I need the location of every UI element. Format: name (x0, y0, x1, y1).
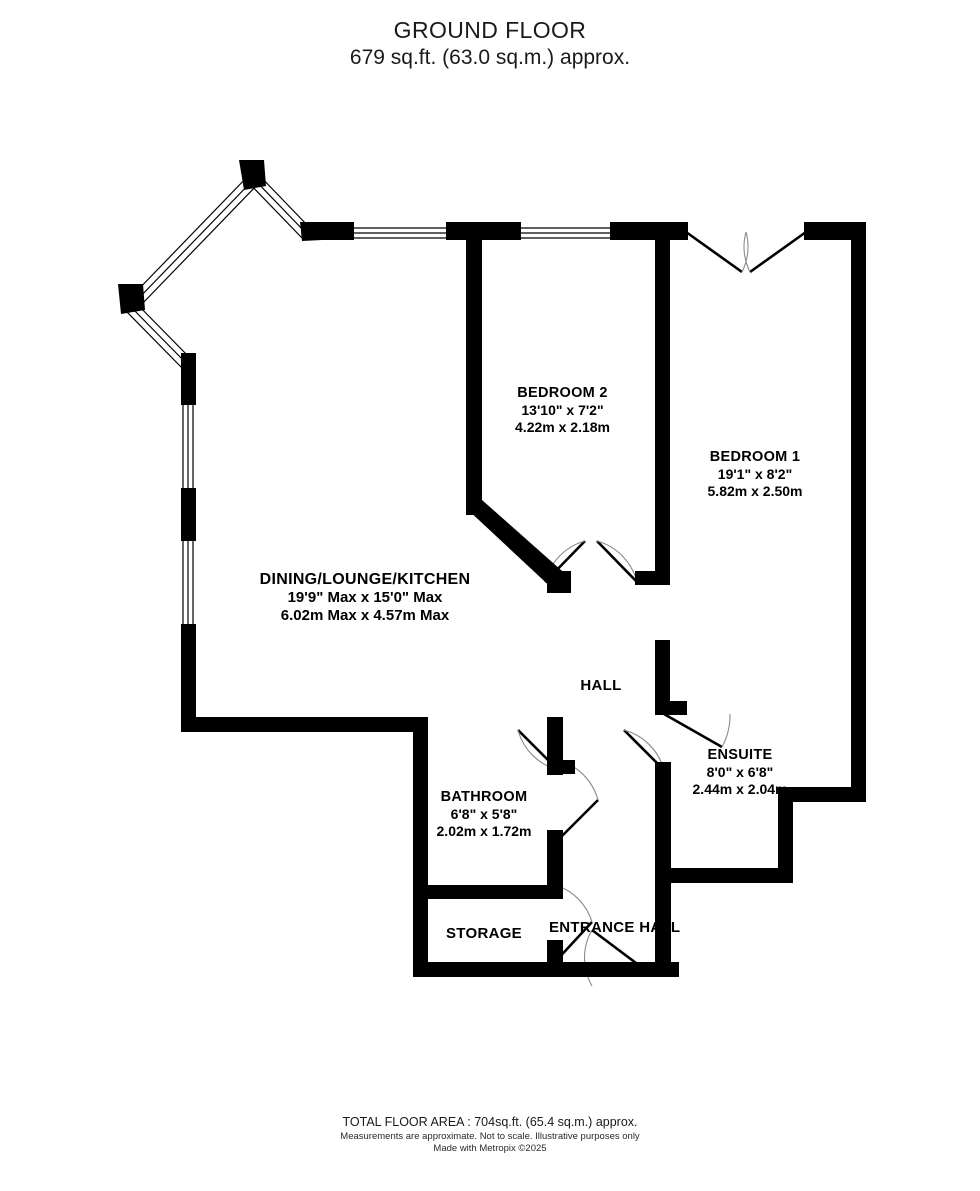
wall-ensuite-bottom (664, 868, 793, 883)
room-dims-metric-bedroom2: 4.22m x 2.18m (515, 418, 610, 435)
room-name-storage: STORAGE (445, 925, 522, 942)
wall-dining-bottom (181, 717, 418, 732)
page-title: GROUND FLOOR (393, 17, 587, 43)
wall-left-bottom (181, 624, 196, 732)
room-name-bathroom: BATHROOM (440, 789, 528, 805)
wall-bath-storage-divider (413, 885, 563, 899)
wall-bed2-left (466, 230, 482, 515)
wall-front-seg-1 (306, 222, 354, 240)
room-name-hall: HALL (580, 677, 622, 694)
plan-header: GROUND FLOOR 679 sq.ft. (63.0 sq.m.) app… (0, 16, 980, 71)
side-window-1 (182, 403, 194, 490)
room-label-dining-lounge-kitchen: DINING/LOUNGE/KITCHEN 19'9" Max x 15'0" … (160, 570, 570, 625)
wall-left-stub-top (181, 353, 196, 405)
window-group (125, 171, 612, 626)
french-doors-bedroom1 (685, 230, 807, 274)
room-label-entrance-hall: ENTRANCE HALL (549, 919, 681, 936)
wall-bottom-exterior (413, 962, 679, 977)
bay-window (125, 171, 311, 371)
wall-left-pier-mid (181, 488, 196, 541)
wall-bed1-nib-upper (635, 571, 670, 585)
room-dims-imperial-bathroom: 6'8" x 5'8" (450, 806, 518, 822)
wall-bed1-left-lower (655, 640, 670, 715)
wall-ensuite-notch-horizontal (778, 787, 866, 802)
wall-entrance-right (655, 820, 671, 977)
room-dims-imperial-ensuite: 8'0" x 6'8" (706, 764, 774, 780)
wall-front-seg-2 (446, 222, 521, 240)
front-door (583, 928, 649, 987)
wall-bath-left (413, 717, 428, 975)
room-name-dining: DINING/LOUNGE/KITCHEN (259, 571, 471, 588)
room-label-ensuite: ENSUITE 8'0" x 6'8" 2.44m x 2.04m (640, 747, 840, 797)
wall-front-seg-4 (804, 222, 866, 240)
wall-ensuite-notch-vertical (778, 787, 793, 882)
wall-bed2-nib-hall (547, 571, 571, 593)
front-window-2 (519, 227, 612, 239)
room-dims-metric-bathroom: 2.02m x 1.72m (436, 822, 532, 839)
bay-corner-left (118, 284, 145, 314)
room-label-storage: STORAGE (403, 925, 565, 942)
bay-corner-top (239, 160, 266, 190)
room-dims-imperial-dining: 19'9" Max x 15'0" Max (287, 589, 443, 606)
wall-right-exterior (851, 222, 866, 802)
room-name-bedroom1: BEDROOM 1 (709, 449, 801, 465)
credit-text: Made with Metropix ©2025 (433, 1143, 547, 1154)
room-label-bathroom: BATHROOM 6'8" x 5'8" 2.02m x 1.72m (385, 789, 583, 839)
wall-bath-right-upper (547, 717, 563, 775)
wall-group (118, 160, 866, 977)
room-dims-imperial-bedroom2: 13'10" x 7'2" (521, 402, 604, 418)
wall-bed1-left-upper (655, 222, 670, 577)
wall-bath-right-lower (547, 830, 563, 898)
room-label-bedroom-2: BEDROOM 2 13'10" x 7'2" 4.22m x 2.18m (460, 385, 665, 435)
total-floor-area: TOTAL FLOOR AREA : 704sq.ft. (65.4 sq.m.… (342, 1115, 638, 1129)
room-name-bedroom2: BEDROOM 2 (517, 385, 608, 401)
wall-bed1-nib-lower (655, 701, 687, 715)
page-subtitle: 679 sq.ft. (63.0 sq.m.) approx. (349, 46, 631, 69)
room-label-bedroom-1: BEDROOM 1 19'1" x 8'2" 5.82m x 2.50m (650, 449, 860, 499)
front-window-1 (352, 227, 448, 239)
door-ensuite (663, 712, 731, 749)
disclaimer-text: Measurements are approximate. Not to sca… (340, 1131, 640, 1142)
room-label-hall: HALL (540, 677, 662, 694)
wall-hall-right-pier (655, 762, 671, 820)
door-hall-to-bedroom2 (596, 540, 638, 583)
room-name-ensuite: ENSUITE (707, 747, 773, 763)
room-dims-metric-ensuite: 2.44m x 2.04m (692, 780, 788, 797)
plan-footer: TOTAL FLOOR AREA : 704sq.ft. (65.4 sq.m.… (0, 1114, 980, 1155)
wall-front-seg-3 (610, 222, 688, 240)
room-dims-imperial-bedroom1: 19'1" x 8'2" (717, 466, 793, 482)
room-dims-metric-bedroom1: 5.82m x 2.50m (707, 482, 803, 499)
room-dims-metric-dining: 6.02m Max x 4.57m Max (280, 607, 450, 624)
wall-bed2-angled (466, 500, 570, 592)
side-window-2 (182, 539, 194, 626)
room-name-entrance-hall: ENTRANCE HALL (549, 919, 681, 936)
